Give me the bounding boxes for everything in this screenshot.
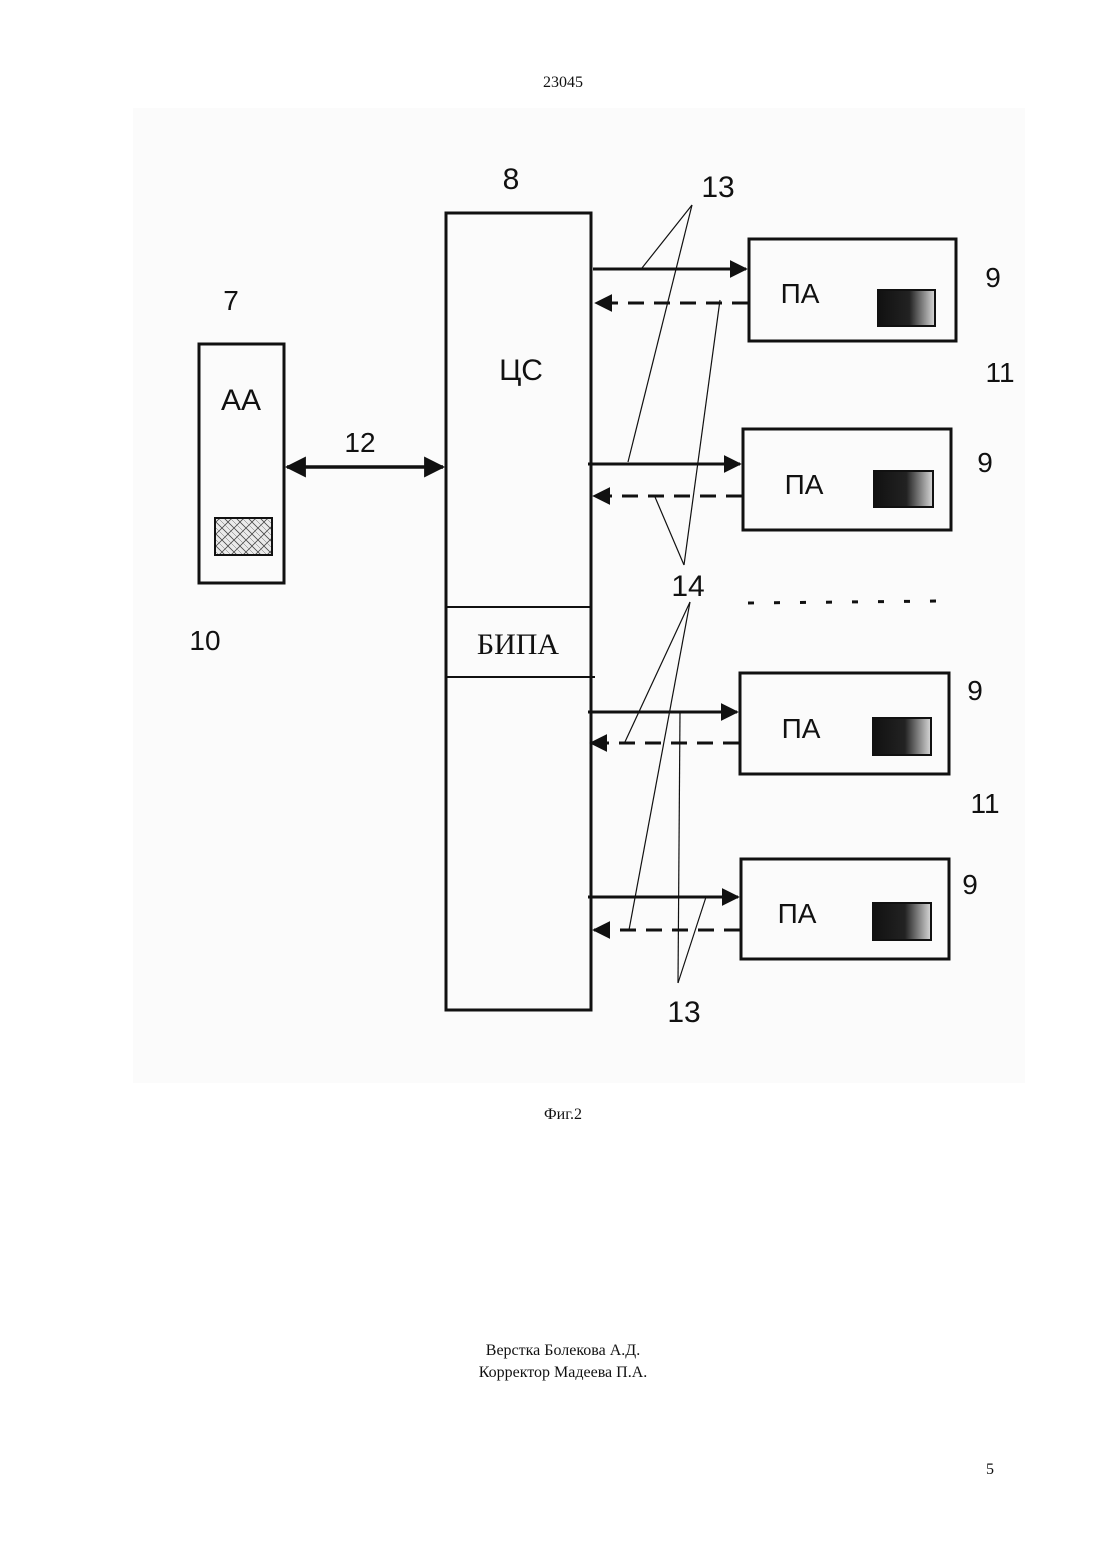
terminal-display <box>873 903 931 940</box>
terminal-label: ПА <box>785 469 824 500</box>
subscriber-display <box>215 518 272 555</box>
interface-unit-label: БИПА <box>477 628 560 661</box>
page-number: 5 <box>986 1461 994 1479</box>
layout-credit: Верстка Болекова А.Д. <box>0 1340 1100 1362</box>
proofreader-credit: Корректор Мадеева П.А. <box>0 1362 1100 1384</box>
central-station-ref: 8 <box>503 163 520 196</box>
terminal-display <box>874 471 933 507</box>
figure-caption: Фиг.2 <box>0 1106 1100 1124</box>
terminal-display <box>873 718 931 755</box>
forward-link-ref-top: 13 <box>701 171 734 204</box>
terminal-display-ref-top: 11 <box>985 357 1014 388</box>
terminal-ref: 9 <box>962 869 978 900</box>
return-link-ref: 14 <box>671 570 704 603</box>
terminal-label: ПА <box>778 898 817 929</box>
bidirectional-link-ref: 12 <box>344 427 375 458</box>
terminal-display-ref-bottom: 11 <box>970 788 999 819</box>
subscriber-display-ref: 10 <box>189 625 220 656</box>
forward-link-ref-bottom: 13 <box>667 996 700 1029</box>
credits: Верстка Болекова А.Д. Корректор Мадеева … <box>0 1340 1100 1384</box>
subscriber-device-label: АА <box>221 384 261 417</box>
terminal-ref: 9 <box>985 262 1001 293</box>
terminal-display <box>878 290 935 326</box>
subscriber-device-ref: 7 <box>223 285 239 316</box>
terminal-ref: 9 <box>977 447 993 478</box>
terminal-label: ПА <box>782 713 821 744</box>
terminal-label: ПА <box>781 278 820 309</box>
terminal-ref: 9 <box>967 675 983 706</box>
central-station-label: ЦС <box>499 354 543 387</box>
